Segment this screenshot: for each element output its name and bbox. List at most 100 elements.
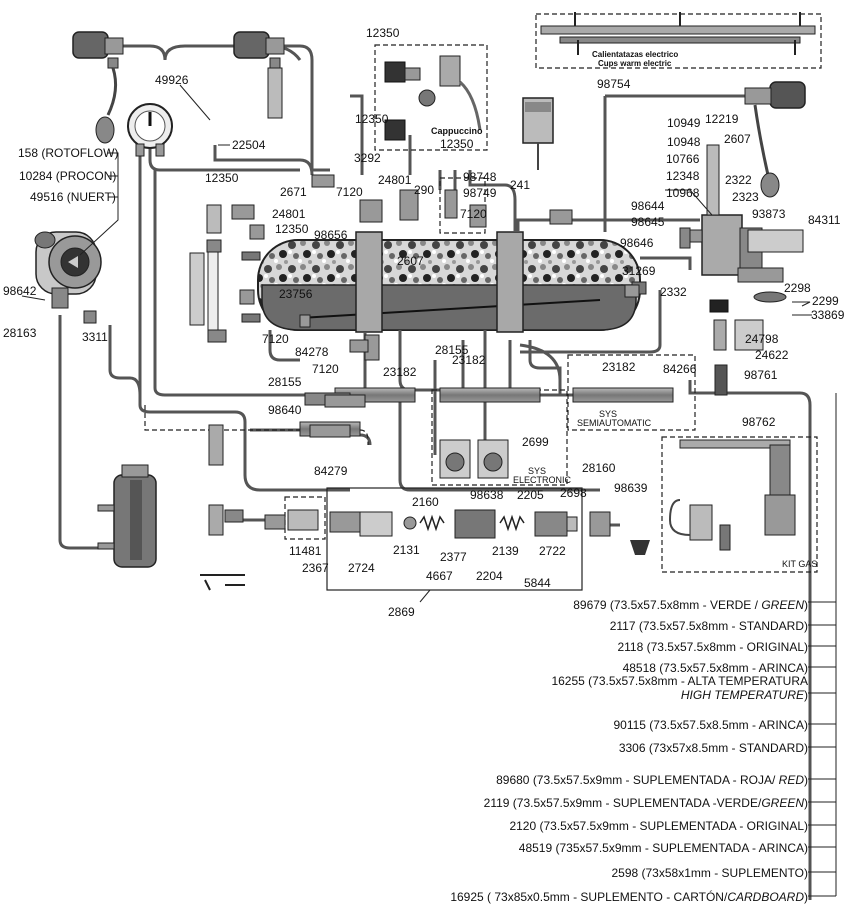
label-98656: 98656	[314, 228, 348, 242]
legend-row: 89679 (73.5x57.5x8mm - VERDE / GREEN)	[573, 598, 808, 612]
expansion-tank	[522, 97, 554, 170]
kit-gas-assembly	[668, 439, 796, 551]
label-98754: 98754	[597, 77, 631, 91]
boiler	[241, 231, 647, 333]
pressostat-right	[744, 81, 806, 198]
label-11481: 11481	[289, 544, 322, 558]
dashed-frames	[144, 13, 822, 573]
label-2205: 2205	[517, 488, 544, 502]
label-5844: 5844	[524, 576, 551, 590]
label-7120-c: 7120	[336, 185, 363, 199]
label-98638: 98638	[470, 488, 504, 502]
label-7120-a: 7120	[262, 332, 289, 346]
label-2607-a: 2607	[397, 254, 424, 268]
label-2377: 2377	[440, 550, 467, 564]
label-49926: 49926	[155, 73, 189, 87]
label-98640: 98640	[268, 403, 302, 417]
label-98762: 98762	[742, 415, 776, 429]
legend-row: 16925 ( 73x85x0.5mm - SUPLEMENTO - CARTÓ…	[450, 890, 808, 904]
label-2204: 2204	[476, 569, 503, 583]
label-2332: 2332	[660, 285, 687, 299]
label-84266: 84266	[663, 362, 697, 376]
label-2869: 2869	[388, 605, 415, 619]
label-22504: 22504	[232, 138, 266, 152]
boiler-bracket-left	[355, 231, 383, 333]
label-3292: 3292	[354, 151, 381, 165]
label-23182-b: 23182	[452, 353, 486, 367]
legend-row: 90115 (73.5x57.5x8.5mm - ARINCA)	[613, 718, 808, 732]
label-24798: 24798	[745, 332, 779, 346]
legend-row: 2598 (73x58x1mm - SUPLEMENTO)	[611, 866, 808, 880]
label-12350-top: 12350	[366, 26, 400, 40]
cappuccino-caption: Cappuccino	[431, 126, 483, 136]
label-23182-a: 23182	[383, 365, 417, 379]
label-12219: 12219	[705, 112, 739, 126]
label-7120-d: 7120	[460, 207, 487, 221]
label-28155: 28155	[268, 375, 302, 389]
label-12350-capp: 12350	[355, 112, 389, 126]
label-2698: 2698	[560, 486, 587, 500]
pump-assembly	[264, 509, 650, 555]
electronic-group	[439, 439, 509, 479]
pressure-gauge	[127, 103, 173, 157]
label-7120-b: 7120	[312, 362, 339, 376]
cappuccino-unit	[384, 55, 482, 141]
label-24801: 24801	[378, 173, 412, 187]
legend-row: 2118 (73.5x57.5x8mm - ORIGINAL)	[617, 640, 808, 654]
water-softener	[97, 464, 157, 568]
label-98646: 98646	[620, 236, 654, 250]
label-98639: 98639	[614, 481, 648, 495]
label-12350-left2: 12350	[275, 222, 309, 236]
label-2367: 2367	[302, 561, 329, 575]
label-290: 290	[414, 183, 435, 197]
label-2139: 2139	[492, 544, 519, 558]
label-98749: 98749	[463, 186, 497, 200]
label-98761: 98761	[744, 368, 778, 382]
cups-warmer-frame	[535, 13, 822, 69]
cover-84311	[747, 229, 804, 253]
pressostat-left	[72, 31, 124, 144]
legend-row: 2120 (73.5x57.5x9mm - SUPLEMENTADA - ORI…	[509, 819, 808, 833]
label-10968: 10968	[666, 186, 700, 200]
label-2722: 2722	[539, 544, 566, 558]
sys-semiautomatic-frame	[567, 354, 696, 431]
label-2131: 2131	[393, 543, 420, 557]
label-2298: 2298	[784, 281, 811, 295]
legend-row: 48518 (73.5x57.5x8mm - ARINCA)	[622, 661, 808, 675]
drain-assembly	[200, 424, 245, 591]
label-23182-c: 23182	[602, 360, 636, 374]
label-98644: 98644	[631, 199, 665, 213]
sys-semi-caption-1: SYS	[599, 409, 618, 419]
label-10766: 10766	[666, 152, 700, 166]
label-31269: 31269	[622, 264, 656, 278]
cappuccino-frame	[374, 44, 488, 151]
fittings	[231, 174, 703, 438]
label-2160: 2160	[412, 495, 439, 509]
valve-frame	[284, 496, 326, 540]
legend-row: 2117 (73.5x57.5x8mm - STANDARD)	[609, 619, 808, 633]
label-12350-left: 12350	[205, 171, 239, 185]
level-gauge	[189, 204, 227, 343]
legend-row: 89680 (73.5x57.5x9mm - SUPLEMENTADA - RO…	[496, 773, 808, 787]
pump-motor	[34, 231, 102, 324]
label-2699: 2699	[522, 435, 549, 449]
cups-warmer-caption-en: Cups warm electric	[598, 59, 672, 68]
label-98748: 98748	[463, 170, 497, 184]
label-23756: 23756	[279, 287, 313, 301]
label-241: 241	[510, 178, 531, 192]
legend-row: 3306 (73x57x8.5mm - STANDARD)	[618, 741, 808, 755]
label-84278: 84278	[295, 345, 329, 359]
label-4667: 4667	[426, 569, 453, 583]
sys-semi-caption-2: SEMIAUTOMATIC	[577, 418, 652, 428]
label-24801-left: 24801	[272, 207, 306, 221]
label-2322: 2322	[725, 173, 752, 187]
label-24622: 24622	[755, 348, 789, 362]
label-12350-capp2: 12350	[440, 137, 474, 151]
label-2607-b: 2607	[724, 132, 751, 146]
label-3311: 3311	[82, 330, 108, 344]
pressostat-middle	[233, 31, 285, 119]
legend-row: 2119 (73.5x57.5x9mm - SUPLEMENTADA -VERD…	[483, 796, 808, 810]
label-10948: 10948	[667, 135, 701, 149]
label-10284: 10284 (PROCON)	[19, 169, 117, 183]
